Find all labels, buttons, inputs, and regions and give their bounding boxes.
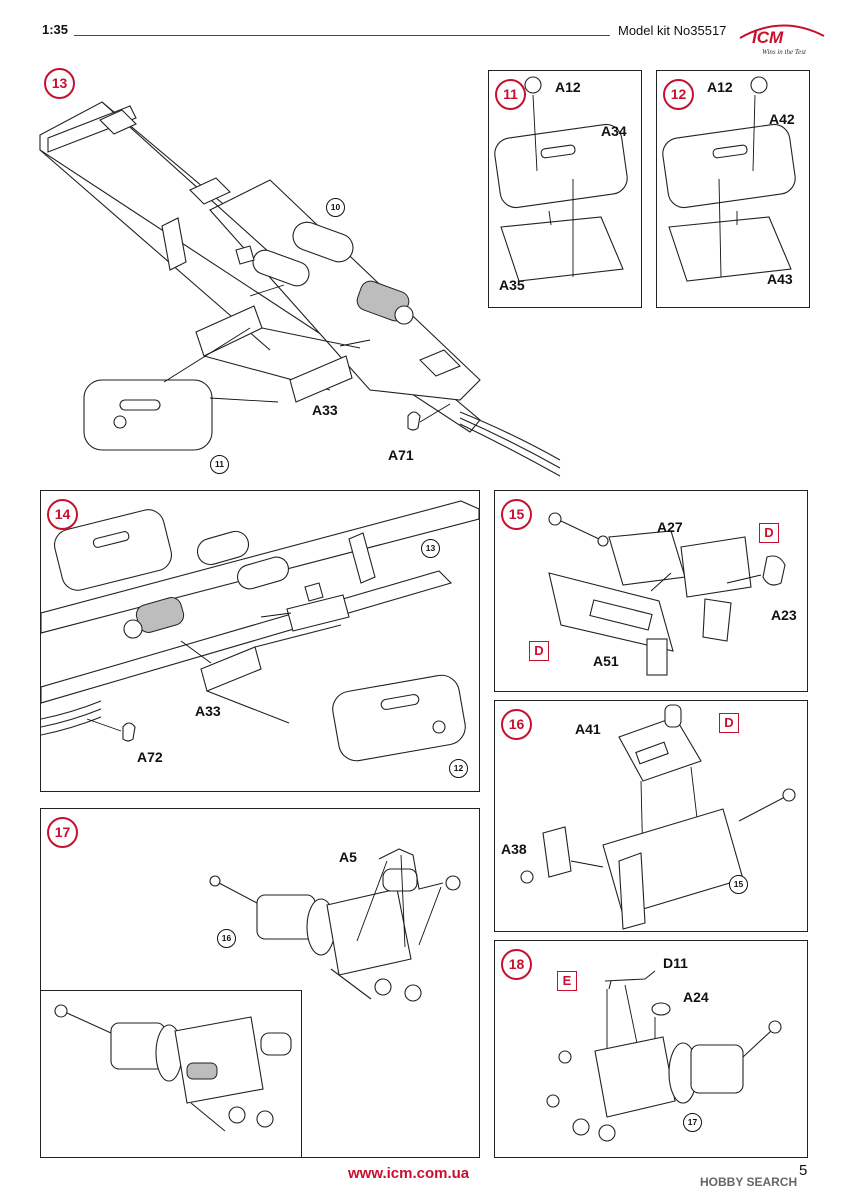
step-17-label-a5: A5 xyxy=(339,849,357,865)
step-16-label-a41: A41 xyxy=(575,721,601,737)
step-15-panel: 15 A27 D A23 D A51 xyxy=(494,490,808,692)
step-14-label-a33: A33 xyxy=(195,703,221,719)
step-12-panel: 12 A12 A42 A43 xyxy=(656,70,810,308)
step-11-number: 11 xyxy=(495,79,526,110)
step-15-mark-d-2: D xyxy=(529,641,549,661)
step-15-mark-d-1: D xyxy=(759,523,779,543)
step-17-drawing xyxy=(209,848,461,1002)
step-12-label-a12: A12 xyxy=(707,79,733,95)
step-13-number: 13 xyxy=(44,68,75,99)
step-16-panel: 16 A41 D A38 15 xyxy=(494,700,808,932)
step-13-label-a71: A71 xyxy=(388,447,414,463)
step-17-ref-16: 16 xyxy=(217,929,236,948)
step-16-mark-d: D xyxy=(719,713,739,733)
step-18-mark-e: E xyxy=(557,971,577,991)
step-15-number: 15 xyxy=(501,499,532,530)
logo-tagline: Wins in the Test xyxy=(762,48,807,56)
kit-number: Model kit No35517 xyxy=(618,23,727,38)
step-18-panel: 18 D11 E A24 17 xyxy=(494,940,808,1158)
step-18-label-d11: D11 xyxy=(663,955,688,971)
step-11-panel: 11 A12 A34 A35 xyxy=(488,70,642,308)
step-17-result-drawing xyxy=(54,1004,292,1132)
step-12-number: 12 xyxy=(663,79,694,110)
step-18-ref-17: 17 xyxy=(683,1113,702,1132)
step-12-label-a43: A43 xyxy=(767,271,793,287)
step-16-ref-15: 15 xyxy=(729,875,748,894)
step-16-drawing xyxy=(520,704,796,930)
step-15-label-a27: A27 xyxy=(657,519,683,535)
step-18-label-a24: A24 xyxy=(683,989,709,1005)
step-15-drawing xyxy=(548,512,786,676)
step-16-label-a38: A38 xyxy=(501,841,527,857)
step-13-label-a33: A33 xyxy=(312,402,338,418)
step-14-panel: 14 13 A33 A72 12 xyxy=(40,490,480,792)
logo-brand: ICM xyxy=(752,28,784,47)
step-17-number: 17 xyxy=(47,817,78,848)
scale-label: 1:35 xyxy=(42,22,69,37)
watermark: HOBBY SEARCH xyxy=(700,1175,798,1189)
chassis-drawing-13 xyxy=(39,101,561,477)
footer-url[interactable]: www.icm.com.ua xyxy=(348,1165,470,1182)
step-14-ref-12: 12 xyxy=(449,759,468,778)
page-number: 5 xyxy=(799,1162,808,1179)
step-18-drawing xyxy=(546,970,782,1142)
header-rule xyxy=(74,35,610,36)
step-14-label-a72: A72 xyxy=(137,749,163,765)
step-11-label-a35: A35 xyxy=(499,277,525,293)
step-11-drawing xyxy=(494,76,628,282)
step-11-label-a12: A12 xyxy=(555,79,581,95)
step-17-result-inset xyxy=(40,990,302,1158)
step-13-area xyxy=(39,60,561,480)
step-12-drawing xyxy=(662,76,796,282)
step-14-number: 14 xyxy=(47,499,78,530)
icm-logo: ICM Wins in the Test xyxy=(736,18,828,58)
step-13-ref-11: 11 xyxy=(210,455,229,474)
step-11-label-a34: A34 xyxy=(601,123,627,139)
step-12-label-a42: A42 xyxy=(769,111,795,127)
step-13-ref-10: 10 xyxy=(326,198,345,217)
step-18-number: 18 xyxy=(501,949,532,980)
chassis-drawing-14 xyxy=(41,500,479,762)
step-14-ref-13: 13 xyxy=(421,539,440,558)
step-15-label-a51: A51 xyxy=(593,653,619,669)
step-16-number: 16 xyxy=(501,709,532,740)
step-15-label-a23: A23 xyxy=(771,607,797,623)
